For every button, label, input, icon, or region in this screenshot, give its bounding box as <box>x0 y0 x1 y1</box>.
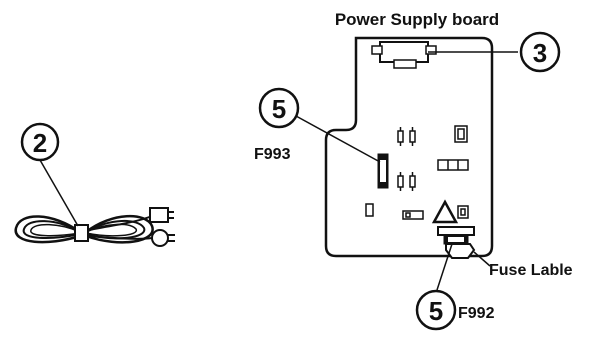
components <box>365 125 469 220</box>
svg-text:5: 5 <box>272 94 286 124</box>
top-connector <box>371 41 437 69</box>
svg-text:3: 3 <box>533 38 547 68</box>
svg-text:2: 2 <box>33 128 47 158</box>
power-cord <box>14 207 175 247</box>
svg-text:5: 5 <box>429 296 443 326</box>
callout-2: 2 <box>20 122 79 227</box>
fuse-f993 <box>377 153 389 189</box>
warning-triangle-icon <box>431 199 459 224</box>
power-supply-board <box>324 36 494 258</box>
fuse-label-sticker <box>445 243 491 267</box>
label-f993: F993 <box>254 146 291 163</box>
label-f992: F992 <box>458 305 495 322</box>
callout-5-f993: 5 <box>258 87 381 163</box>
fuse-f992 <box>437 226 475 245</box>
label-fuse-lable: Fuse Lable <box>489 262 573 279</box>
board-title: Power Supply board <box>335 10 499 29</box>
callout-3: 3 <box>428 31 561 73</box>
callout-5-f992: 5 <box>415 243 457 331</box>
